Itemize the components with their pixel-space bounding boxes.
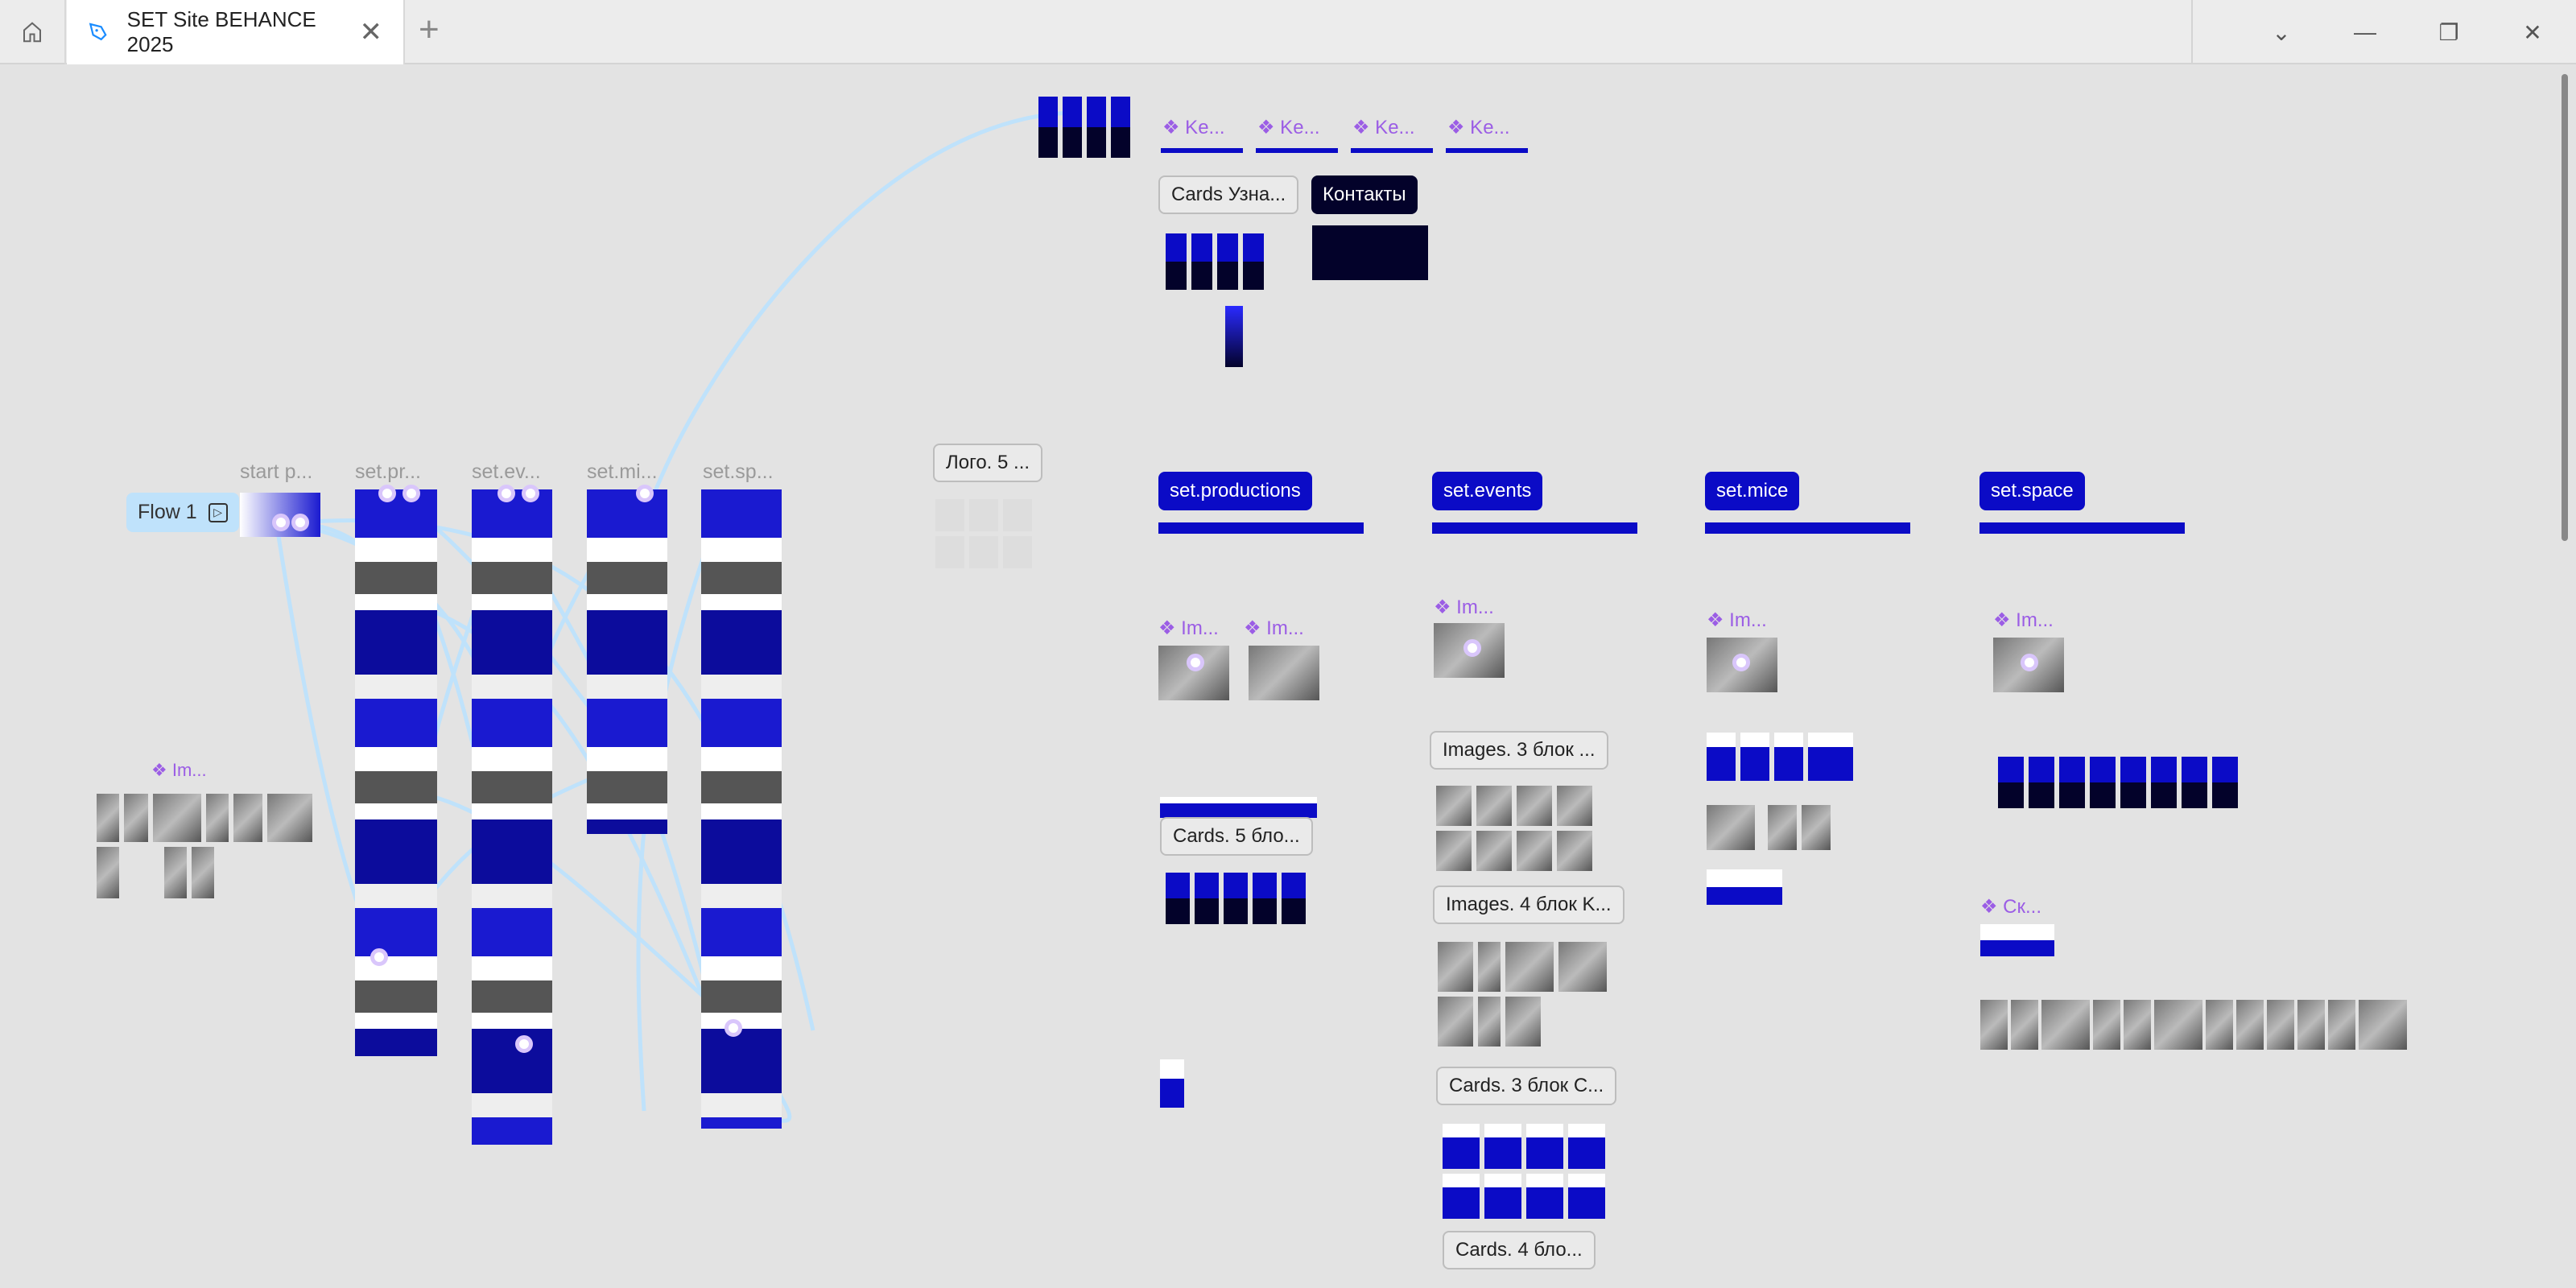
hotspot-dot[interactable]: [402, 485, 420, 502]
card-group[interactable]: [1443, 1124, 1620, 1219]
card-group[interactable]: [1160, 797, 1329, 818]
component-label[interactable]: ❖ Im...: [1244, 617, 1304, 639]
section-label-cards-4[interactable]: Cards. 4 бло...: [1443, 1231, 1596, 1269]
card-group[interactable]: [1998, 757, 2272, 808]
canvas[interactable]: Flow 1 ▷ start p... set.pr... set.ev... …: [0, 64, 2576, 1288]
pen-icon: [89, 23, 107, 41]
frame-set-events[interactable]: [472, 489, 552, 1145]
divider: [2191, 0, 2193, 64]
hotspot-dot[interactable]: [1732, 654, 1750, 671]
new-tab-button[interactable]: +: [419, 10, 440, 49]
logo-group[interactable]: [935, 499, 1037, 568]
component-label[interactable]: ❖ Ke...: [1352, 117, 1415, 138]
section-bar: [1432, 522, 1637, 534]
card-group[interactable]: [1166, 873, 1311, 924]
hotspot-dot[interactable]: [515, 1035, 533, 1053]
section-bar: [1158, 522, 1364, 534]
flow-label: Flow 1: [138, 501, 197, 523]
mobile-frame[interactable]: [1160, 1059, 1184, 1108]
image-group[interactable]: [1707, 805, 1843, 850]
vertical-scrollbar[interactable]: [2562, 74, 2568, 541]
image-group[interactable]: [1436, 786, 1605, 871]
section-label-cards-learn[interactable]: Cards Узна...: [1158, 175, 1299, 214]
section-label-events[interactable]: set.events: [1432, 472, 1543, 510]
tab-title: SET Site BEHANCE 2025: [126, 7, 316, 56]
section-label-cards-5[interactable]: Cards. 5 бло...: [1160, 817, 1313, 856]
tab-bar: SET Site BEHANCE 2025 ✕ + ⌄ — ❐ ✕: [0, 0, 2576, 64]
frame-set-mice[interactable]: [587, 489, 667, 834]
hotspot-dot[interactable]: [370, 948, 388, 966]
section-label-contacts[interactable]: Контакты: [1311, 175, 1418, 214]
component-label[interactable]: ❖ Im...: [1707, 609, 1767, 631]
hotspot-dot[interactable]: [724, 1019, 742, 1037]
component-label[interactable]: ❖ Ск...: [1980, 896, 2042, 918]
section-bar: [1705, 522, 1910, 534]
header-bar: [1446, 148, 1528, 153]
home-button[interactable]: [0, 0, 66, 64]
image-group[interactable]: [97, 794, 314, 898]
section-label-productions[interactable]: set.productions: [1158, 472, 1312, 510]
section-label-space[interactable]: set.space: [1979, 472, 2085, 510]
chevron-down-icon[interactable]: ⌄: [2272, 19, 2291, 45]
section-label-mice[interactable]: set.mice: [1705, 472, 1800, 510]
component-label[interactable]: ❖ Ke...: [1162, 117, 1225, 138]
flow-starting-point[interactable]: Flow 1 ▷: [126, 493, 239, 532]
tab-document[interactable]: SET Site BEHANCE 2025 ✕: [67, 0, 405, 64]
component-label[interactable]: ❖ Im...: [151, 760, 207, 780]
hotspot-dot[interactable]: [636, 485, 654, 502]
card-group[interactable]: [1038, 97, 1167, 158]
section-label-images-4[interactable]: Images. 4 блок K...: [1433, 886, 1624, 924]
image-group[interactable]: [1438, 942, 1616, 1046]
hotspot-dot[interactable]: [1463, 639, 1481, 657]
card-group[interactable]: [1707, 733, 1860, 781]
hotspot-dot[interactable]: [2021, 654, 2038, 671]
hotspot-dot[interactable]: [378, 485, 396, 502]
restore-button[interactable]: ❐: [2438, 19, 2459, 45]
frame-title[interactable]: start p...: [240, 460, 313, 483]
home-icon: [23, 22, 41, 43]
header-bar: [1351, 148, 1433, 153]
mobile-frame[interactable]: [1225, 306, 1243, 367]
frame-title[interactable]: set.ev...: [472, 460, 541, 483]
component-label[interactable]: ❖ Ke...: [1447, 117, 1510, 138]
hotspot-dot[interactable]: [1187, 654, 1204, 671]
frame-title[interactable]: set.sp...: [703, 460, 774, 483]
hotspot-dot[interactable]: [497, 485, 515, 502]
frame-title[interactable]: set.mi...: [587, 460, 658, 483]
section-label-images-3[interactable]: Images. 3 блок ...: [1430, 731, 1608, 770]
card-group[interactable]: [1166, 233, 1294, 290]
card[interactable]: [1707, 869, 1782, 905]
component-label[interactable]: ❖ Im...: [1158, 617, 1219, 639]
section-label-logo[interactable]: Лого. 5 ...: [933, 444, 1043, 482]
contacts-block[interactable]: [1312, 225, 1428, 280]
close-window-button[interactable]: ✕: [2523, 19, 2542, 45]
frame-set-productions[interactable]: [355, 489, 437, 1056]
component-label[interactable]: ❖ Ke...: [1257, 117, 1320, 138]
hotspot-dot[interactable]: [291, 514, 309, 531]
section-label-cards-3[interactable]: Cards. 3 блок С...: [1436, 1067, 1617, 1105]
frame-title[interactable]: set.pr...: [355, 460, 421, 483]
component-label[interactable]: ❖ Im...: [1993, 609, 2054, 631]
close-tab-icon[interactable]: ✕: [359, 17, 383, 47]
hotspot-dot[interactable]: [272, 514, 290, 531]
component-label[interactable]: ❖ Im...: [1434, 597, 1494, 618]
header-bar: [1161, 148, 1243, 153]
card[interactable]: [1980, 924, 2054, 956]
section-bar: [1979, 522, 2185, 534]
header-bar: [1256, 148, 1338, 153]
hotspot-dot[interactable]: [522, 485, 539, 502]
play-icon[interactable]: ▷: [208, 502, 228, 522]
frame-set-space[interactable]: [701, 489, 782, 1129]
minimize-button[interactable]: —: [2354, 19, 2376, 44]
image-group[interactable]: [1980, 1000, 2447, 1050]
image-group[interactable]: [1158, 646, 1319, 700]
